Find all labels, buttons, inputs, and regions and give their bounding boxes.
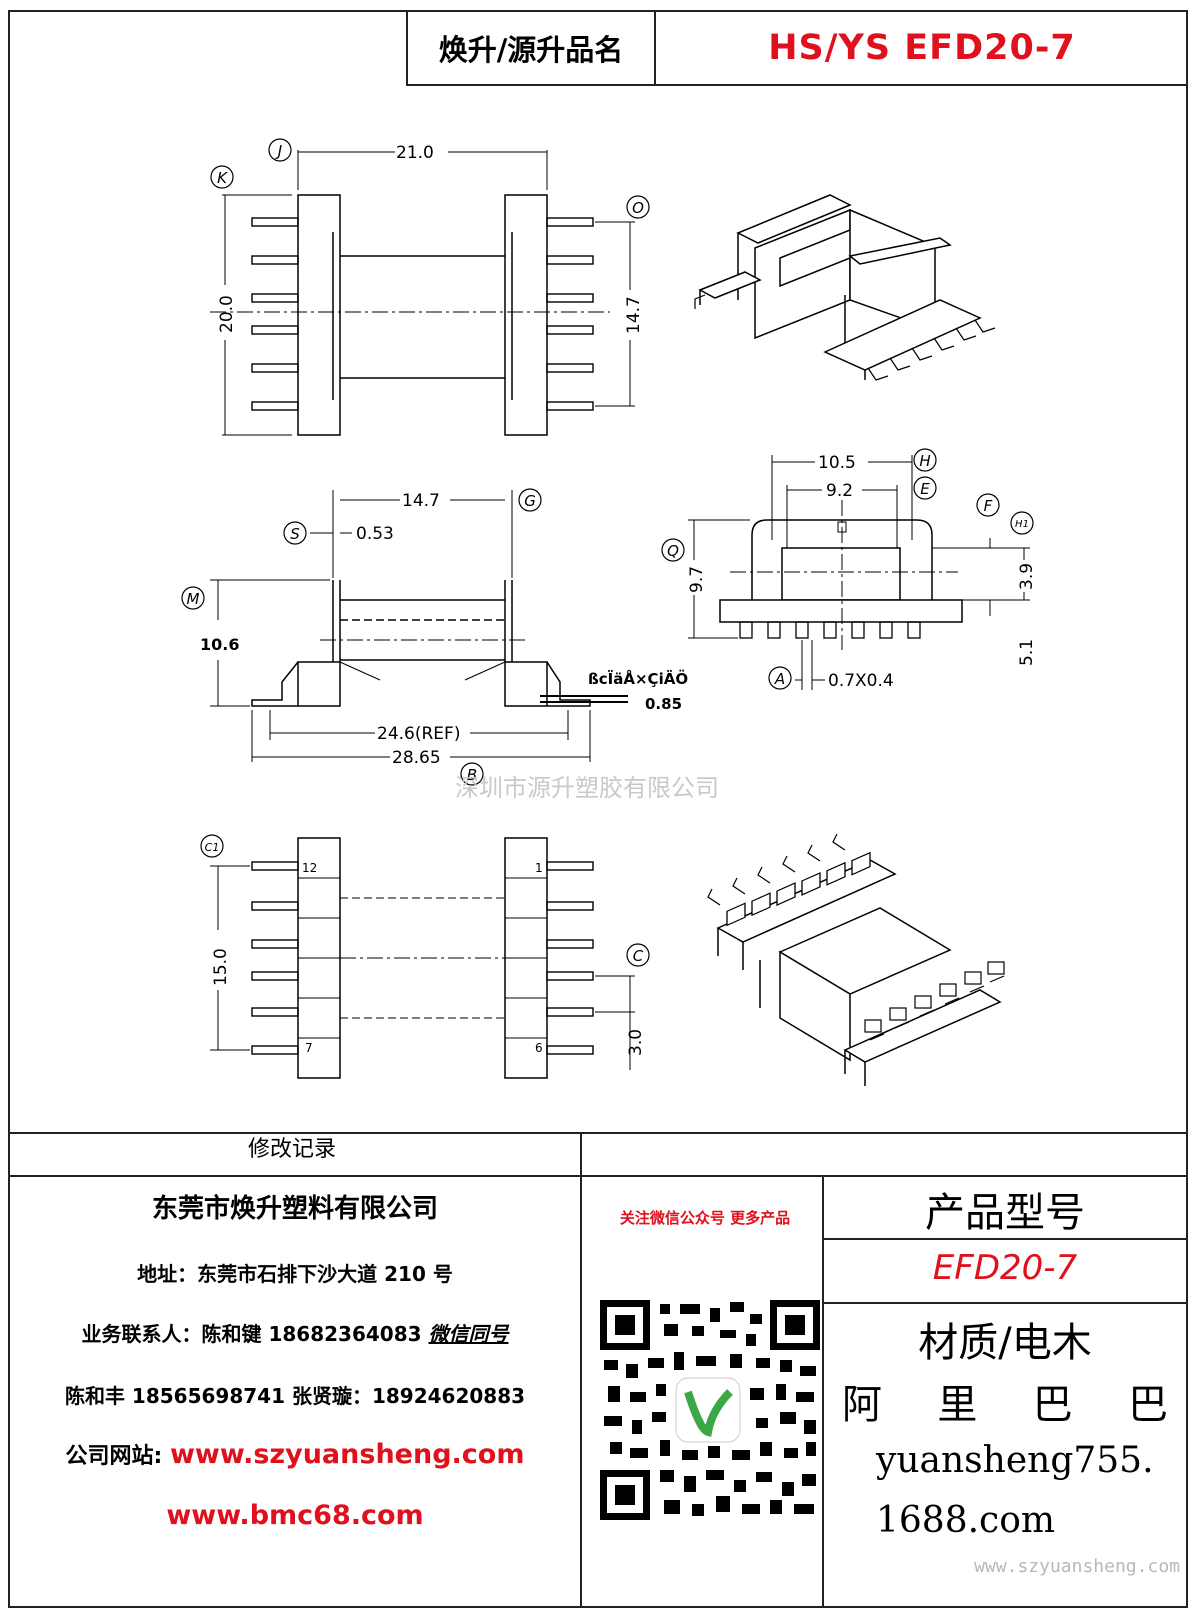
dim-10-5: 10.5 [818,453,856,473]
alibaba-char-2: 里 [937,1382,978,1428]
alibaba-char-4: 巴 [1127,1382,1168,1428]
pin-number-1: 1 [535,861,543,875]
technical-drawing: 21.0 20.0 14.7 J K O [181,138,1037,1086]
label-c1: C1 [205,841,220,854]
label-h1: H1 [1015,519,1029,530]
brand-logo-icon [684,1389,733,1437]
label-c: C [633,947,644,965]
wechat-same-number: 微信同号 [428,1322,509,1346]
dim-24-6-ref: 24.6(REF) [377,724,460,744]
sales-contact-text: 业务联系人：陈和键 18682364083 [81,1322,429,1346]
label-a: A [774,670,785,688]
alibaba-char-3: 巴 [1032,1382,1073,1428]
dim-20: 20.0 [217,295,237,333]
qr-code [600,1300,820,1520]
site-watermark: www.szyuansheng.com [974,1556,1180,1577]
pin-number-6: 6 [535,1041,543,1055]
shop-url-line-1[interactable]: yuansheng755. [876,1440,1154,1481]
label-j: J [275,142,282,160]
divider-revision-top [8,1132,1188,1134]
bottom-view [210,837,635,1079]
revision-record-label: 修改记录 [248,1137,337,1162]
alibaba-char-1: 阿 [842,1382,882,1428]
pin-number-7: 7 [305,1041,313,1055]
top-view [210,150,635,436]
dim-14-7-right: 14.7 [624,296,644,334]
sales-contact: 业务联系人：陈和键 18682364083 微信同号 [10,1318,580,1347]
website-label: 公司网站: [65,1444,170,1469]
label-m: M [187,590,200,608]
company-name: 东莞市焕升塑料有限公司 [151,1194,438,1224]
divider-col-2 [822,1175,824,1608]
dim-3: 3.0 [626,1029,646,1056]
divider-col-1 [580,1132,582,1608]
product-name-label: 焕升/源升品名 [406,12,656,86]
isometric-view-bottom [707,833,1005,1086]
product-model-title: HS/YS EFD20-7 [656,12,1188,86]
dim-15: 15.0 [211,948,231,986]
website-link-2[interactable]: www.bmc68.com [166,1500,424,1531]
dim-3-9: 3.9 [1017,563,1037,590]
company-address: 地址：东莞市石排下沙大道 210 号 [137,1262,453,1286]
divider-row-1 [822,1238,1188,1240]
front-view [688,455,1030,690]
dim-9-2: 9.2 [826,481,853,501]
material-label: 材质/电木 [918,1320,1092,1366]
isometric-view-top [694,194,996,381]
watermark-text: 深圳市源升塑胶有限公司 [455,774,719,802]
dim-0-7x0-4: 0.7X0.4 [828,671,894,691]
pin-number-12: 12 [302,861,317,875]
dim-9-7: 9.7 [687,566,707,593]
website-link-1[interactable]: www.szyuansheng.com [169,1439,525,1470]
dim-0-53: 0.53 [356,524,394,544]
product-model-value: EFD20-7 [932,1248,1078,1288]
garbled-text: ßcÏäÅ×ÇiÄÖ [588,669,688,688]
label-e: E [920,480,930,498]
qr-caption: 关注微信公众号 更多产品 [619,1209,791,1227]
divider-revision-bottom [8,1175,1188,1177]
dim-10-6: 10.6 [200,635,239,654]
label-h: H [919,452,930,470]
label-q: Q [667,542,679,560]
product-model-label: 产品型号 [925,1190,1085,1236]
shop-url-line-2[interactable]: 1688.com [876,1500,1056,1541]
dim-14-7-side: 14.7 [402,491,440,511]
dim-5-1: 5.1 [1017,639,1037,666]
side-view [210,490,628,762]
divider-row-2 [822,1302,1188,1304]
label-g: G [524,492,536,510]
label-f: F [984,497,993,515]
label-b: B [467,766,477,784]
dim-21: 21.0 [396,143,434,163]
alibaba-label: 阿 里 巴 巴 [822,1372,1188,1430]
label-s: S [290,525,300,543]
label-o: O [632,199,644,217]
other-contacts: 陈和丰 18565698741 张贤璇：18924620883 [64,1384,526,1408]
dim-0-85: 0.85 [645,695,682,713]
label-k: K [217,169,228,187]
dim-28-65: 28.65 [392,748,441,768]
drawing-sheet [8,10,1188,1608]
website-row: 公司网站: www.szyuansheng.com [10,1438,580,1470]
